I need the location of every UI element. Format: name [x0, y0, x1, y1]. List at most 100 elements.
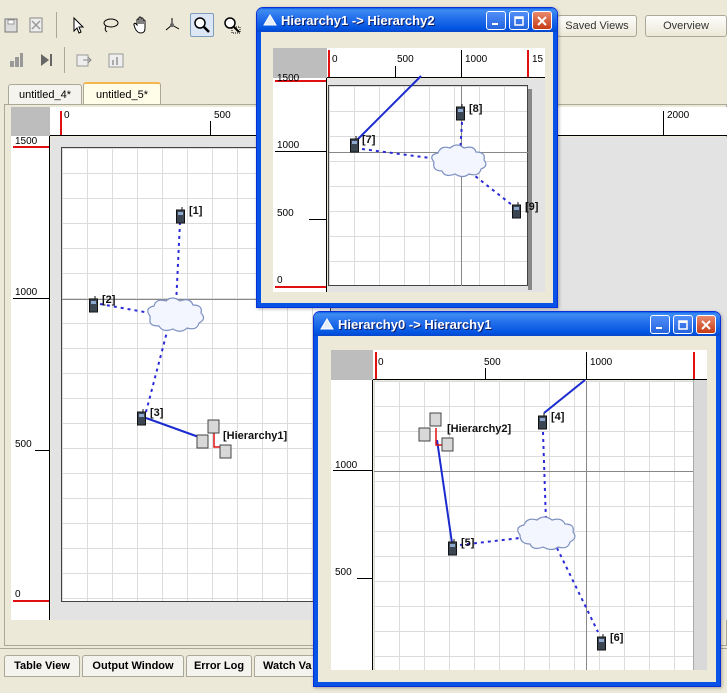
ruler-origin-marker [60, 111, 62, 135]
zoom-icon[interactable] [190, 13, 214, 37]
link-solid-red [435, 428, 444, 446]
link-solid-red [213, 430, 222, 448]
window-hierarchy1-hierarchy2[interactable]: Hierarchy1 -> Hierarchy2 0 500 1000 15 1… [256, 7, 558, 308]
node-label-2: [2] [102, 294, 116, 306]
ruler-tick [309, 219, 326, 220]
phone-icon [512, 202, 521, 219]
hierarchy-node-1[interactable] [196, 419, 236, 466]
window-ruler-vertical: 1000 500 [331, 380, 373, 670]
ruler-y-label: 500 [335, 567, 352, 578]
main-ruler-vertical: 1500 1000 500 0 [11, 136, 50, 620]
ruler-tick [461, 50, 462, 77]
node-label-1: [1] [189, 205, 203, 217]
node-label-hierarchy2: [Hierarchy2] [447, 423, 512, 435]
link-dashed [99, 221, 181, 413]
vertical-scrollbar[interactable] [693, 380, 707, 670]
ruler-y-label: 0 [15, 589, 21, 600]
maximize-icon [514, 15, 524, 26]
zoom-region-icon[interactable] [220, 13, 244, 37]
phone-icon [448, 539, 457, 556]
phone-node-6[interactable] [597, 634, 606, 654]
window-ruler-horizontal: 0 500 1000 [373, 350, 707, 380]
ruler-top-marker [13, 146, 49, 148]
tab-untitled-4[interactable]: untitled_4* [8, 84, 82, 105]
minimize-button[interactable] [650, 315, 670, 334]
tab-untitled-5[interactable]: untitled_5* [83, 82, 161, 105]
window-border [314, 336, 318, 686]
hierarchy-node-2[interactable] [418, 412, 458, 459]
tab-error-log[interactable]: Error Log [186, 655, 252, 677]
export-icon[interactable] [72, 48, 96, 72]
maximize-button[interactable] [509, 11, 529, 30]
link-solid [436, 379, 586, 544]
pan-hand-icon[interactable] [129, 13, 153, 37]
tab-table-view[interactable]: Table View [4, 655, 80, 677]
link-dashed [361, 121, 513, 206]
phone-icon [597, 634, 606, 651]
ruler-origin-marker [375, 352, 377, 379]
ruler-y-label: 1000 [15, 287, 38, 298]
close-button[interactable] [532, 11, 552, 30]
close-icon [701, 319, 711, 330]
phone-icon [538, 413, 547, 430]
window-canvas-grid[interactable] [328, 85, 529, 286]
node-label-7: [7] [362, 134, 376, 146]
ruler-x-label: 0 [64, 110, 70, 121]
ruler-x-label: 500 [397, 54, 414, 65]
ruler-tick [395, 66, 396, 77]
node-label-4: [4] [551, 411, 565, 423]
window-border [716, 336, 720, 686]
close-button[interactable] [696, 315, 716, 334]
link-dashed [459, 431, 599, 633]
overview-button[interactable]: Overview [645, 15, 727, 37]
phone-node-9[interactable] [512, 202, 521, 222]
ruler-tick [275, 151, 326, 152]
ruler-tick [663, 111, 664, 135]
minimize-button[interactable] [486, 11, 506, 30]
step-icon[interactable] [4, 48, 28, 72]
saved-views-button[interactable]: Saved Views [557, 15, 637, 37]
ruler-y-label: 500 [277, 208, 294, 219]
window-border [314, 682, 720, 686]
ruler-top-marker [275, 80, 326, 82]
ruler-x-label: 500 [214, 110, 231, 121]
ruler-x-label: 0 [378, 357, 384, 368]
ruler-y-label: 1000 [335, 460, 358, 471]
window-title-bar[interactable]: Hierarchy1 -> Hierarchy2 [257, 8, 557, 32]
ruler-y-label: 0 [277, 275, 283, 286]
ruler-tick [357, 578, 372, 579]
ruler-corner [11, 107, 50, 136]
delete-icon[interactable] [24, 13, 48, 37]
ruler-y-label: 500 [15, 439, 32, 450]
minimize-icon [656, 326, 662, 329]
phone-node-3[interactable] [137, 409, 146, 429]
node-label-3: [3] [150, 407, 164, 419]
node-label-hierarchy1: [Hierarchy1] [223, 430, 288, 442]
ruler-corner [331, 350, 373, 380]
tab-output-window[interactable]: Output Window [82, 655, 184, 677]
cloud-icon [431, 144, 487, 178]
phone-node-1[interactable] [176, 207, 185, 227]
ruler-y-label: 1000 [277, 140, 300, 151]
maximize-button[interactable] [673, 315, 693, 334]
phone-node-2[interactable] [89, 296, 98, 316]
play-step-icon[interactable] [34, 48, 58, 72]
close-icon [537, 15, 547, 26]
ruler-bottom-marker [275, 286, 326, 288]
ruler-x-label: 2000 [667, 110, 690, 121]
ruler-tick [210, 121, 211, 135]
phone-node-8[interactable] [456, 104, 465, 124]
main-canvas-grid[interactable] [61, 147, 332, 602]
rotate-3d-icon[interactable] [160, 13, 184, 37]
lasso-icon[interactable] [98, 13, 122, 37]
ruler-y-label: 1500 [277, 73, 300, 84]
phone-node-7[interactable] [350, 136, 359, 156]
phone-node-5[interactable] [448, 539, 457, 559]
save-icon[interactable] [0, 13, 24, 37]
chart-icon[interactable] [104, 48, 128, 72]
phone-icon [350, 136, 359, 153]
phone-node-4[interactable] [538, 413, 547, 433]
select-pointer-icon[interactable] [66, 13, 90, 37]
